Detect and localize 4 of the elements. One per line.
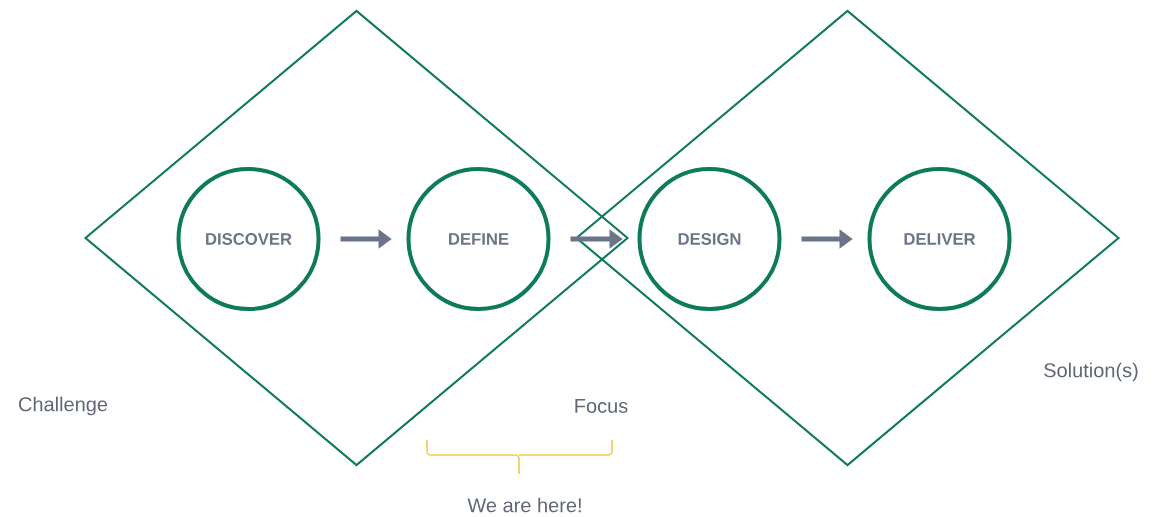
label-text: Solution(s)	[1044, 362, 1138, 382]
label-text: We are here!	[467, 497, 581, 513]
label-text: Focus	[575, 399, 628, 413]
label-text: Challenge	[19, 396, 108, 416]
